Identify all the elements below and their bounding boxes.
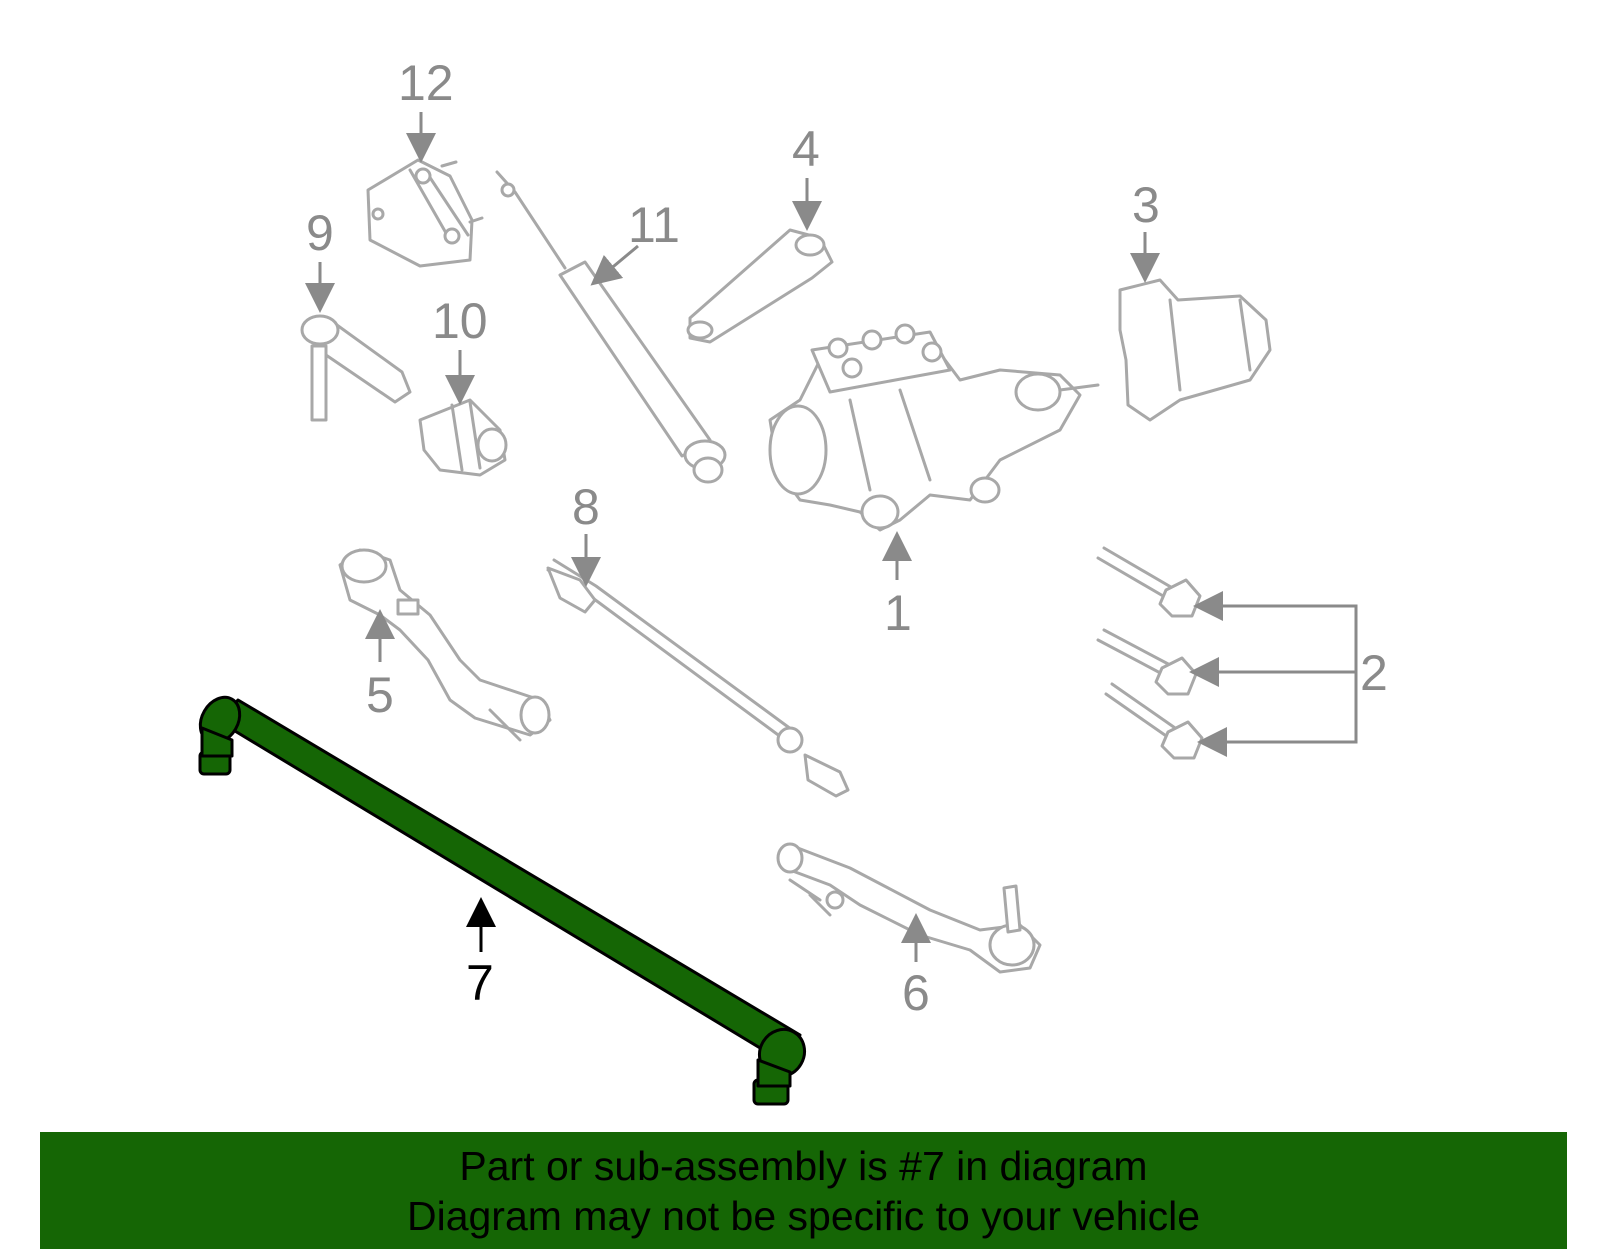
callout-11: 11 xyxy=(628,197,680,253)
info-banner: Part or sub-assembly is #7 in diagram Di… xyxy=(40,1132,1567,1249)
part-10-clamp[interactable] xyxy=(418,398,508,477)
part-2-bolts[interactable] xyxy=(1096,546,1204,760)
callout-3: 3 xyxy=(1132,177,1160,233)
part-11-steering-damper[interactable] xyxy=(495,170,727,484)
callout-1: 1 xyxy=(884,585,912,641)
callout-12: 12 xyxy=(398,55,454,111)
part-8-drag-link[interactable] xyxy=(546,558,850,798)
part-6-tie-rod-end[interactable] xyxy=(776,842,1042,974)
banner-line-2: Diagram may not be specific to your vehi… xyxy=(406,1192,1200,1239)
part-4-pitman-arm[interactable] xyxy=(686,228,834,344)
part-12-bracket[interactable] xyxy=(366,158,484,268)
callout-4: 4 xyxy=(792,121,820,177)
callout-2: 2 xyxy=(1360,645,1388,701)
part-3-cover[interactable] xyxy=(1118,278,1272,422)
part-1-steering-gear[interactable] xyxy=(768,323,1100,532)
callout-arrows xyxy=(305,112,1358,962)
callout-6: 6 xyxy=(902,965,930,1021)
callout-9: 9 xyxy=(306,205,334,261)
callout-7: 7 xyxy=(466,955,494,1011)
callout-labels: 12 4 3 9 11 10 8 1 2 5 6 7 xyxy=(306,55,1388,1021)
banner-line-1: Part or sub-assembly is #7 in diagram xyxy=(459,1142,1148,1189)
callout-10: 10 xyxy=(432,293,488,349)
callout-8: 8 xyxy=(572,479,600,535)
part-7-tie-rod-highlighted[interactable] xyxy=(192,690,813,1106)
part-9-tie-rod-end[interactable] xyxy=(300,314,412,422)
callout-5: 5 xyxy=(366,667,394,723)
